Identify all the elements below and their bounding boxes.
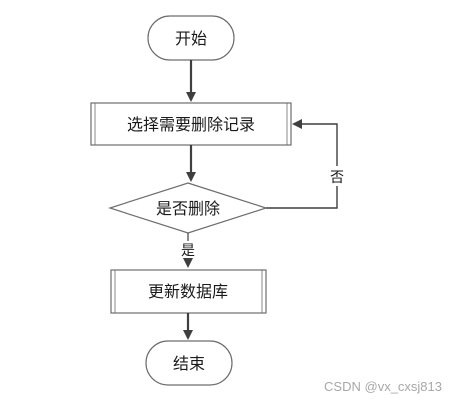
- no-label: 否: [330, 170, 344, 186]
- start-label: 开始: [175, 29, 207, 48]
- yes-label: 是: [181, 243, 195, 259]
- end-node: 结束: [145, 340, 233, 386]
- end-label: 结束: [173, 354, 205, 373]
- start-node: 开始: [147, 15, 235, 61]
- delete-decision: 是否删除: [108, 182, 268, 234]
- update-database-label: 更新数据库: [148, 282, 228, 301]
- select-record-step: 选择需要删除记录: [90, 102, 292, 146]
- update-database-step: 更新数据库: [110, 269, 267, 314]
- watermark-text: CSDN @vx_cxsj813: [324, 379, 442, 394]
- select-record-label: 选择需要删除记录: [127, 115, 255, 134]
- decision-label: 是否删除: [156, 199, 220, 218]
